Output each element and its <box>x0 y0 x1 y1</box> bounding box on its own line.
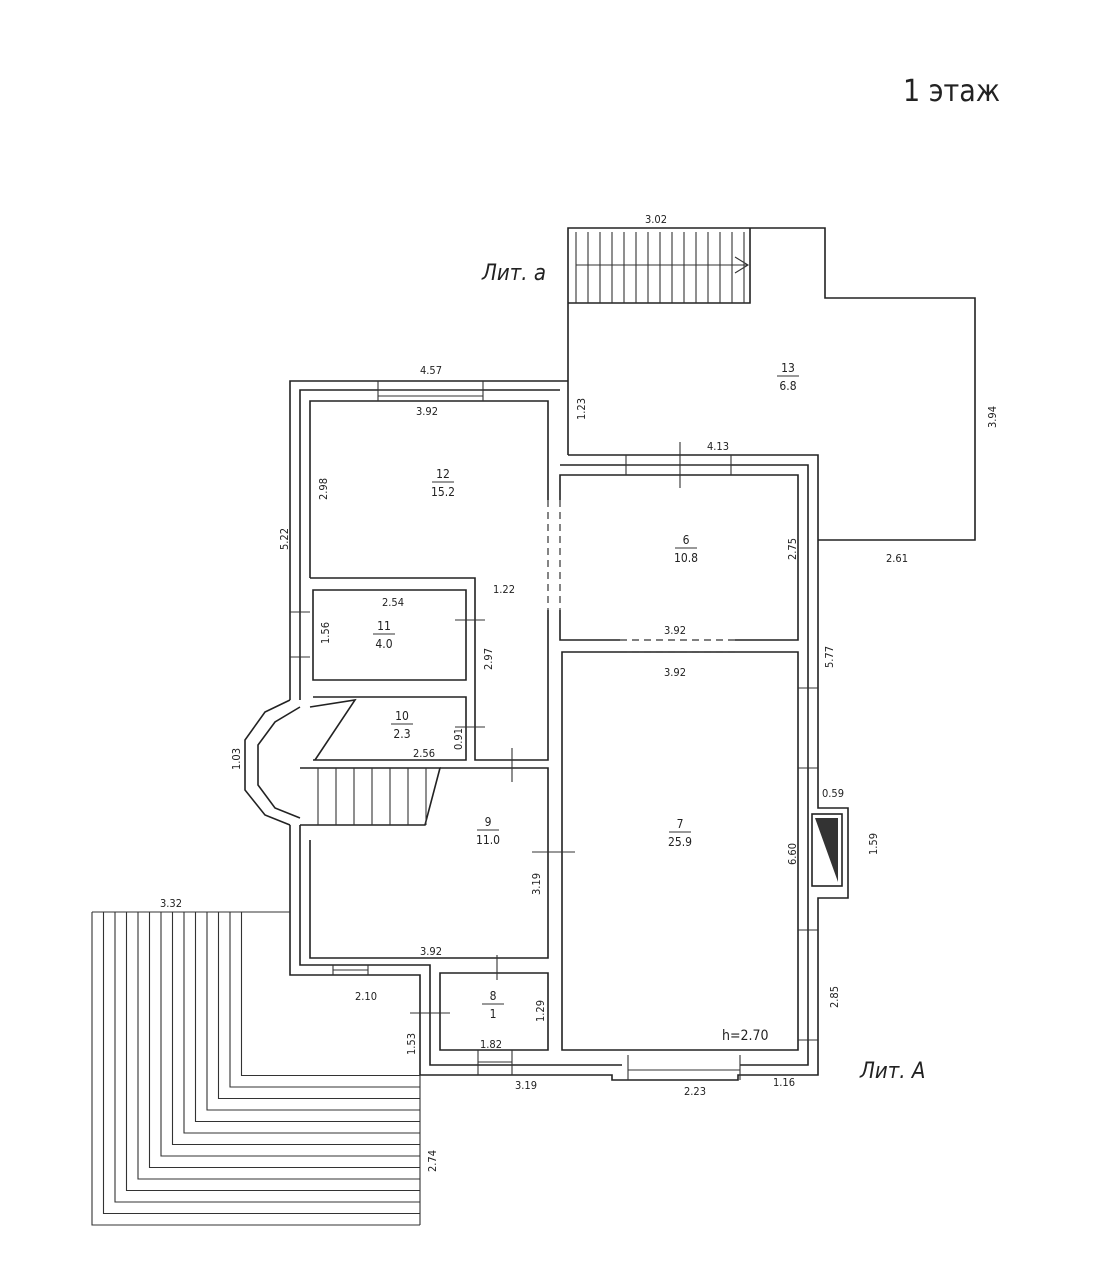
dim: 1.56 <box>319 622 332 644</box>
label-lit-a-big: Лит. А <box>859 1059 925 1084</box>
dim: 1.03 <box>230 748 243 770</box>
interior-stairs <box>300 698 442 826</box>
dim: 1.22 <box>493 583 515 596</box>
room-label: 114.0 <box>373 619 395 651</box>
dim: 5.22 <box>278 528 291 550</box>
stair-step <box>91 912 420 1226</box>
room-area: 15.2 <box>431 485 455 499</box>
stair-step <box>217 912 420 1100</box>
dim: 3.02 <box>645 213 667 226</box>
dim: 3.92 <box>664 666 686 679</box>
stair-step <box>206 912 420 1111</box>
dim: 1.23 <box>575 398 588 420</box>
room-label: 102.3 <box>391 709 413 741</box>
dim: 6.60 <box>786 843 799 865</box>
dimensions: 3.02 4.57 3.92 1.23 3.94 4.13 2.98 5.22 … <box>160 213 999 1172</box>
dim: 3.92 <box>420 945 442 958</box>
dim: 0.91 <box>452 728 465 750</box>
dim: 1.59 <box>867 833 880 855</box>
dim: 2.75 <box>786 538 799 560</box>
room-number: 7 <box>677 817 684 831</box>
dim: 2.97 <box>482 648 495 670</box>
dim: 1.29 <box>534 1000 547 1022</box>
stair-step <box>160 912 420 1157</box>
floor-title: 1 этаж <box>903 74 1000 109</box>
room-area: 4.0 <box>375 637 392 651</box>
dim: 1.82 <box>480 1038 502 1051</box>
room-number: 6 <box>683 533 690 547</box>
room-label: 12 15.2 <box>431 467 455 499</box>
dim: 2.23 <box>684 1085 706 1098</box>
room-area: 2.3 <box>393 727 410 741</box>
room-number: 11 <box>377 619 391 633</box>
room-label: 725.9 <box>668 817 692 849</box>
dim: 2.56 <box>413 747 435 760</box>
stair-step <box>240 912 420 1077</box>
room-label: 81 <box>482 989 504 1021</box>
dim: 1.53 <box>405 1033 418 1055</box>
dim: 2.98 <box>317 478 330 500</box>
dim: 3.92 <box>664 624 686 637</box>
dim: 5.77 <box>823 646 836 668</box>
room-label: 136.8 <box>777 361 799 393</box>
stair-step <box>114 912 420 1203</box>
stair-step <box>183 912 420 1134</box>
dim: 2.85 <box>828 986 841 1008</box>
stair-step <box>171 912 420 1146</box>
stair-step <box>229 912 420 1088</box>
dim: 4.13 <box>707 440 729 453</box>
dim: 2.54 <box>382 596 404 609</box>
dim: 3.19 <box>515 1079 537 1092</box>
fireplace <box>811 813 843 887</box>
stair-step <box>137 912 420 1180</box>
dim: 3.32 <box>160 897 182 910</box>
room-area: 10.8 <box>674 551 698 565</box>
terrace-stairs <box>91 911 421 1226</box>
dim: 0.59 <box>822 787 844 800</box>
room-area: 25.9 <box>668 835 692 849</box>
stair-step <box>102 912 420 1215</box>
dim: 2.74 <box>426 1150 439 1172</box>
dim: 3.92 <box>416 405 438 418</box>
dim: 4.57 <box>420 364 442 377</box>
annex-lit-a <box>567 227 976 541</box>
room-label: 610.8 <box>674 533 698 565</box>
annex-stairs <box>575 232 745 303</box>
dim: 3.19 <box>530 873 543 895</box>
room-number: 12 <box>436 467 450 481</box>
dim: 3.94 <box>986 406 999 428</box>
room-label: 911.0 <box>476 815 500 847</box>
room-number: 13 <box>781 361 795 375</box>
label-lit-a-small: Лит. а <box>481 261 546 286</box>
walls <box>244 380 849 1081</box>
stair-step <box>148 912 420 1169</box>
room-number: 9 <box>485 815 492 829</box>
room-number: 8 <box>490 989 497 1003</box>
room-area: 1 <box>490 1007 497 1021</box>
dim: 2.61 <box>886 552 908 565</box>
room-number: 10 <box>395 709 409 723</box>
room-area: 11.0 <box>476 833 500 847</box>
room-area: 6.8 <box>779 379 796 393</box>
ceiling-height: h=2.70 <box>722 1028 769 1044</box>
dim: 1.16 <box>773 1076 795 1089</box>
stair-step <box>194 912 420 1123</box>
stair-step <box>125 912 420 1192</box>
dim: 2.10 <box>355 990 377 1003</box>
